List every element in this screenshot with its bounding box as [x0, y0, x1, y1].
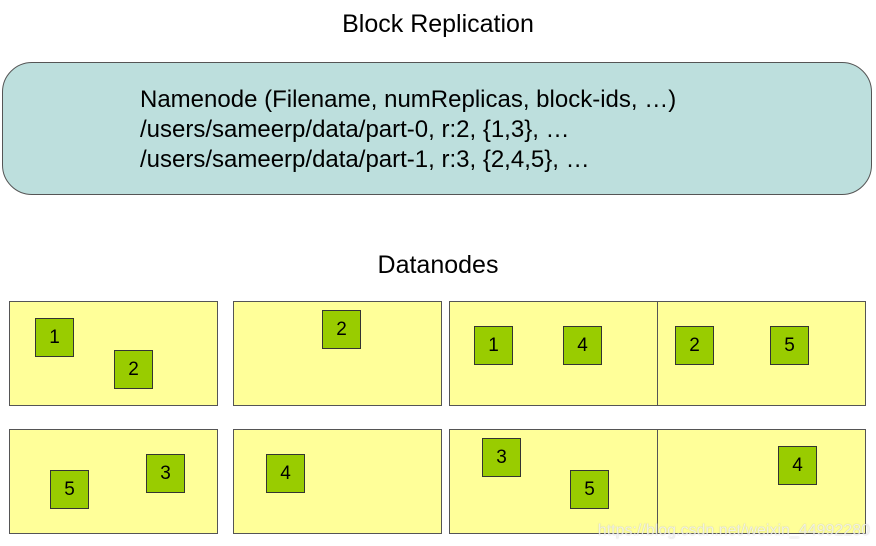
- namenode-text: Namenode (Filename, numReplicas, block-i…: [140, 85, 676, 175]
- block: 3: [146, 454, 185, 493]
- diagram-title: Block Replication: [342, 10, 534, 38]
- block: 4: [778, 446, 817, 485]
- datanode-7: 3 5: [449, 429, 658, 534]
- block: 2: [114, 350, 153, 389]
- block: 5: [50, 470, 89, 509]
- watermark-text: https://blog.csdn.net/weixin_44992280: [597, 522, 870, 539]
- datanode-5: 5 3: [9, 429, 218, 534]
- datanodes-title: Datanodes: [377, 251, 499, 279]
- datanode-1: 1 2: [9, 301, 218, 406]
- namenode-header-line: Namenode (Filename, numReplicas, block-i…: [140, 86, 677, 113]
- datanode-2: 2: [233, 301, 442, 406]
- block: 5: [770, 326, 809, 365]
- namenode-box: Namenode (Filename, numReplicas, block-i…: [2, 62, 872, 195]
- datanode-3: 1 4: [449, 301, 658, 406]
- datanode-8: 4: [657, 429, 866, 534]
- block: 1: [35, 318, 74, 357]
- block: 2: [322, 310, 361, 349]
- block: 4: [266, 454, 305, 493]
- datanode-4: 2 5: [657, 301, 866, 406]
- block: 1: [474, 326, 513, 365]
- block: 3: [482, 438, 521, 477]
- datanode-6: 4: [233, 429, 442, 534]
- namenode-file-line-part-0: /users/sameerp/data/part-0, r:2, {1,3}, …: [140, 116, 570, 143]
- namenode-file-line-part-1: /users/sameerp/data/part-1, r:3, {2,4,5}…: [140, 146, 590, 173]
- block: 5: [570, 470, 609, 509]
- block: 4: [563, 326, 602, 365]
- block: 2: [675, 326, 714, 365]
